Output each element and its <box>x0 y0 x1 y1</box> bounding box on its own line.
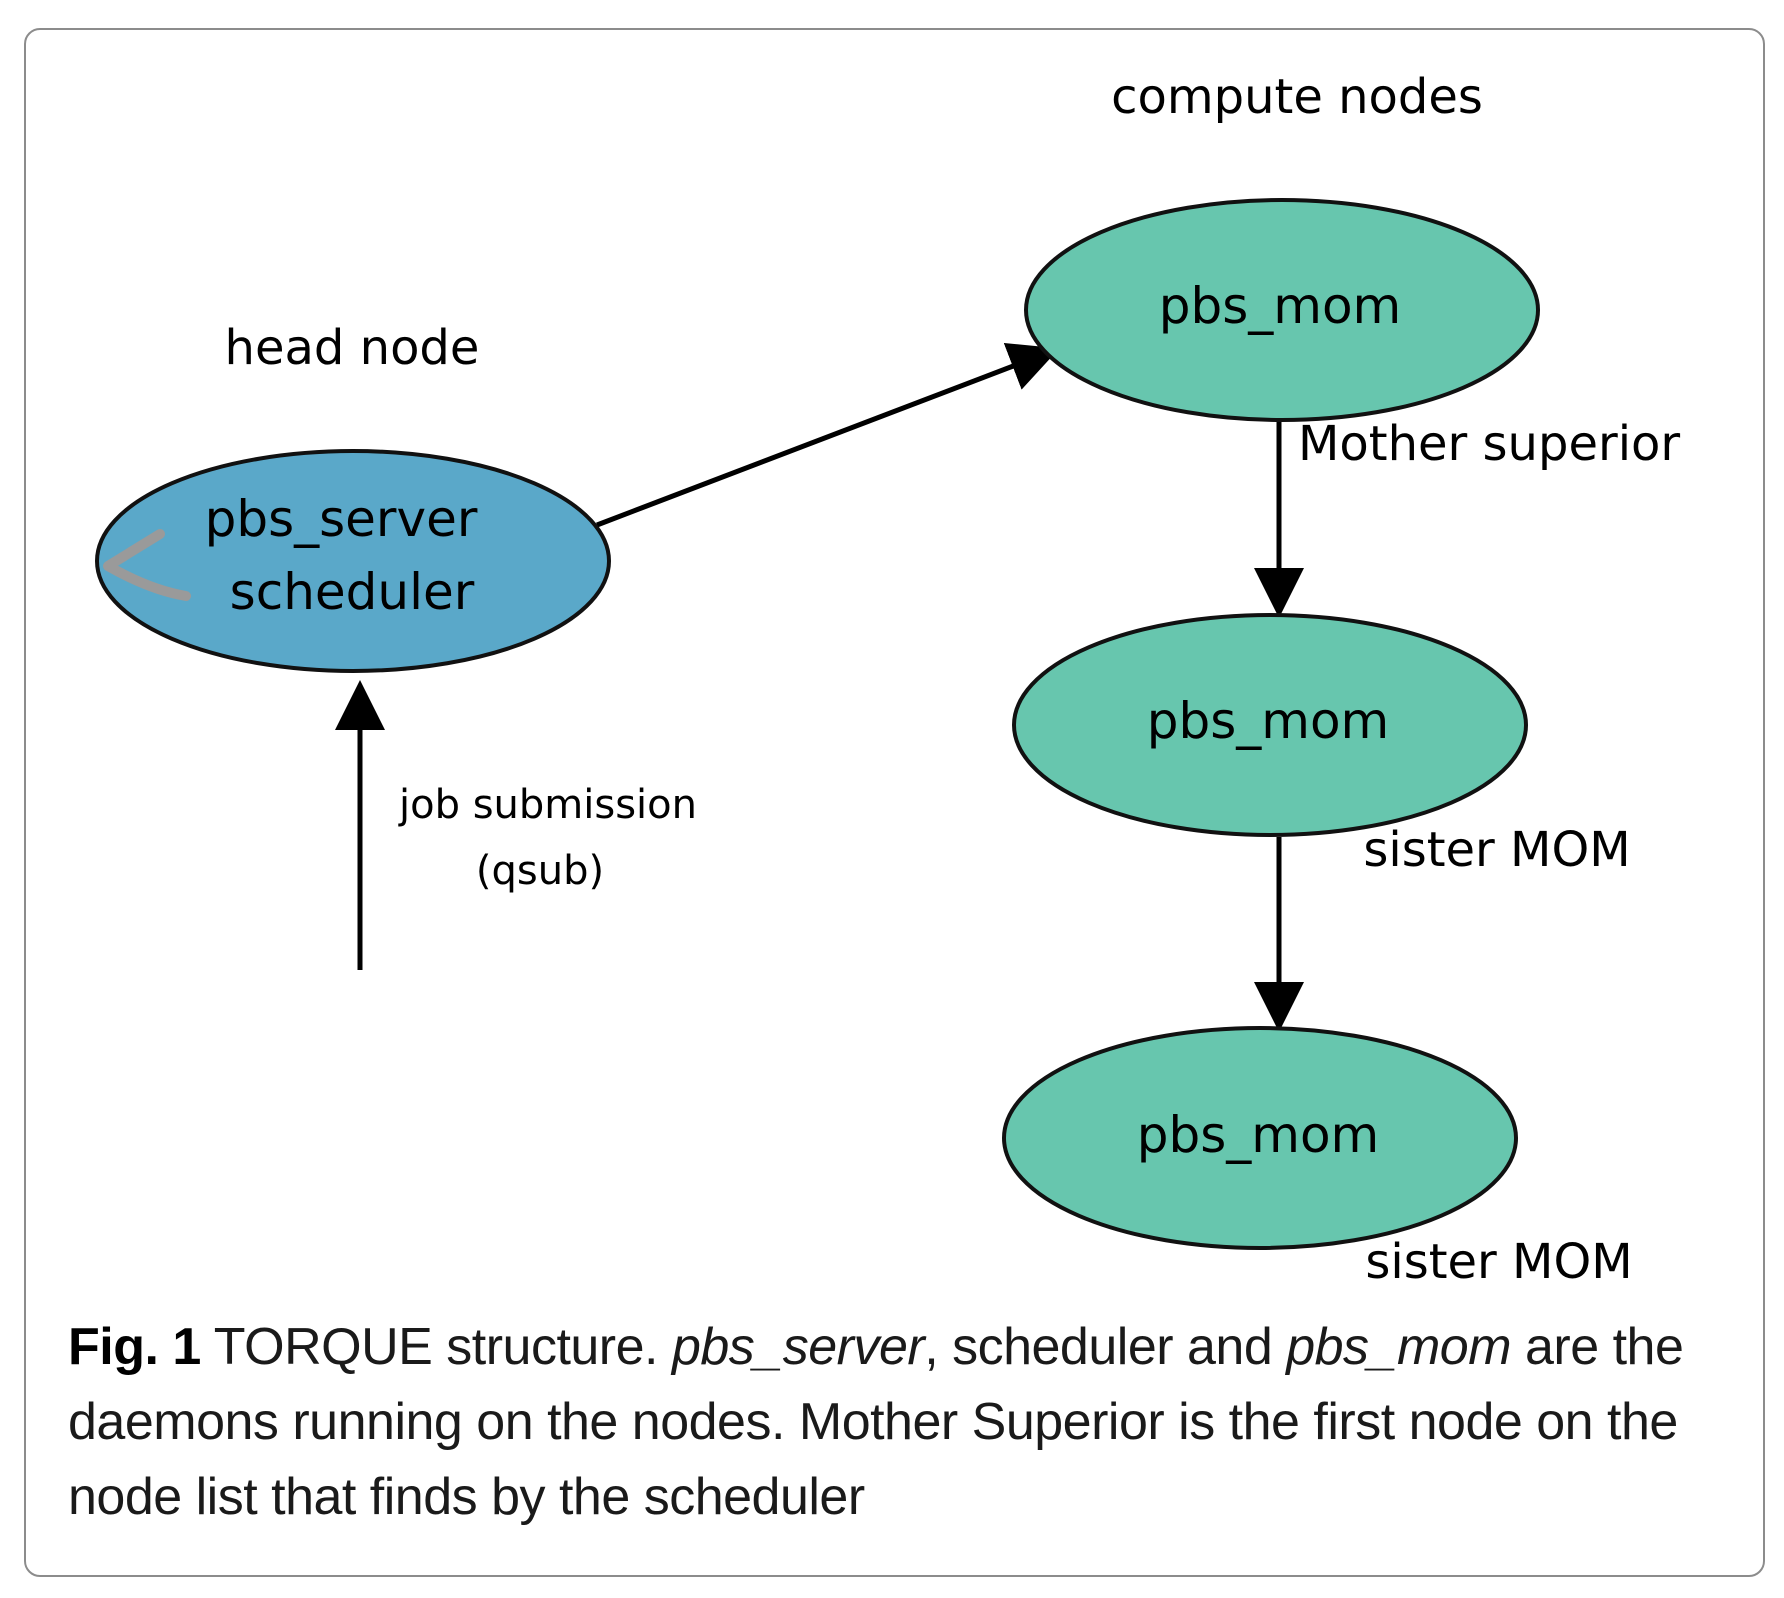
figure-caption: Fig. 1 TORQUE structure. pbs_server, sch… <box>68 1310 1738 1535</box>
caption-text-3: are the daemons running on the nodes. Mo… <box>68 1318 1684 1526</box>
server-node: pbs_server scheduler <box>95 449 611 673</box>
caption-emphasis-pbs-mom: pbs_mom <box>1286 1318 1512 1376</box>
mom-node-label: pbs_mom <box>1147 692 1390 750</box>
compute-nodes-label: compute nodes <box>1111 69 1483 125</box>
sister-mom-label-1: sister MOM <box>1363 822 1630 878</box>
caption-text-2: , scheduler and <box>924 1318 1287 1376</box>
server-node-label-line2: scheduler <box>230 563 475 621</box>
mom-node-mother-superior: pbs_mom <box>1024 198 1540 422</box>
mother-superior-label: Mother superior <box>1298 416 1680 472</box>
back-arrow-icon <box>103 529 191 601</box>
mom-node-label: pbs_mom <box>1137 1106 1380 1164</box>
server-node-label-line1: pbs_server <box>205 490 478 548</box>
mom-node-label: pbs_mom <box>1159 277 1402 335</box>
mom-node-sister-2: pbs_mom <box>1002 1026 1518 1250</box>
arrow-server-to-mother-superior <box>596 342 1060 528</box>
caption-emphasis-pbs-server: pbs_server <box>671 1318 925 1376</box>
mom-node-sister-1: pbs_mom <box>1012 613 1528 837</box>
sister-mom-label-2: sister MOM <box>1365 1234 1632 1290</box>
job-submission-label-line2: (qsub) <box>476 848 604 894</box>
figure-number: Fig. 1 <box>68 1318 201 1376</box>
torque-structure-diagram: compute nodes head node pbs_server sched… <box>95 69 1680 1290</box>
job-submission-label-line1: job submission <box>398 782 697 828</box>
head-node-label: head node <box>225 320 480 376</box>
caption-text-1: TORQUE structure. <box>200 1318 672 1376</box>
